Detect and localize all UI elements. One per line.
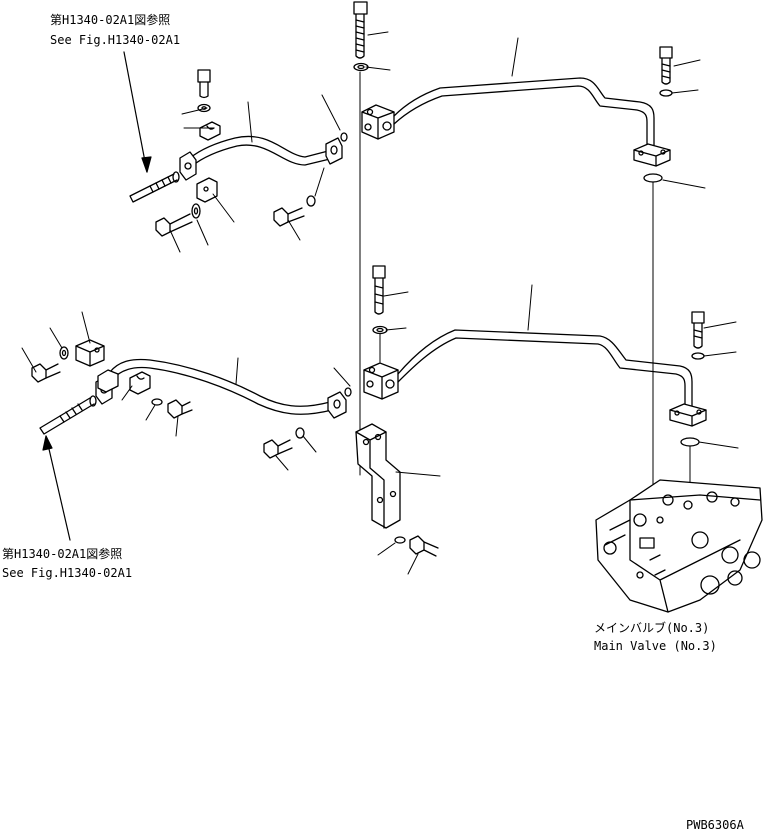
upper-left-pipe-flange	[179, 151, 197, 181]
bottom-left-callout-en: See Fig.H1340-02A1	[2, 566, 132, 580]
upper-o-ring	[340, 132, 348, 142]
upper-flange	[633, 143, 671, 167]
lower-stud-bolt	[39, 395, 97, 435]
right-top-washer	[659, 89, 673, 97]
lower-right-pipe-flange	[327, 391, 347, 419]
top-bolt	[353, 1, 368, 59]
main-valve-label-en: Main Valve (No.3)	[594, 639, 717, 653]
drawing-code: PWB6306A	[686, 818, 745, 832]
right-top-bolt	[659, 46, 673, 85]
upper-left-mount-bolt	[155, 213, 193, 237]
mounting-bracket	[355, 423, 401, 529]
left-clamp-block	[75, 339, 105, 367]
leader-lines	[21, 31, 739, 575]
upper-right-mount-bolt	[273, 207, 305, 227]
top-left-callout-jp: 第H1340-02A1図参照	[50, 12, 170, 27]
main-valve	[595, 479, 763, 613]
right-middle-bolt	[691, 311, 705, 349]
upper-junction-block	[361, 104, 395, 140]
middle-bolt	[372, 265, 386, 315]
lower-right-mount-bolt	[263, 439, 293, 459]
lower-flange	[669, 403, 707, 427]
lower-left-tube	[109, 358, 333, 415]
upper-clamp-bolt	[197, 69, 211, 99]
upper-left-tube	[189, 135, 335, 167]
middle-washer	[372, 325, 388, 335]
bracket-bolt	[409, 535, 439, 557]
right-middle-washer	[691, 352, 705, 360]
lower-junction-block	[363, 362, 399, 400]
upper-flange-o-ring	[643, 173, 663, 183]
lower-small-bolt	[167, 399, 193, 419]
bottom-left-callout-jp: 第H1340-02A1図参照	[2, 546, 122, 561]
upper-long-tube	[393, 77, 655, 149]
lower-clamp-2	[129, 371, 151, 395]
lower-long-tube	[397, 329, 693, 409]
upper-stud-bolt	[129, 171, 180, 203]
upper-clamp-bottom	[196, 177, 218, 203]
left-clamp-bolt	[31, 363, 61, 383]
top-left-callout-en: See Fig.H1340-02A1	[50, 33, 180, 47]
lower-clamp	[97, 369, 119, 393]
upper-clamp-top	[199, 121, 221, 141]
upper-right-pipe-flange	[325, 137, 343, 165]
callout-arrows	[42, 51, 152, 541]
main-valve-label-jp: メインバルブ(No.3)	[594, 620, 709, 635]
lower-flange-o-ring	[680, 437, 700, 447]
lower-o-ring	[344, 387, 352, 397]
